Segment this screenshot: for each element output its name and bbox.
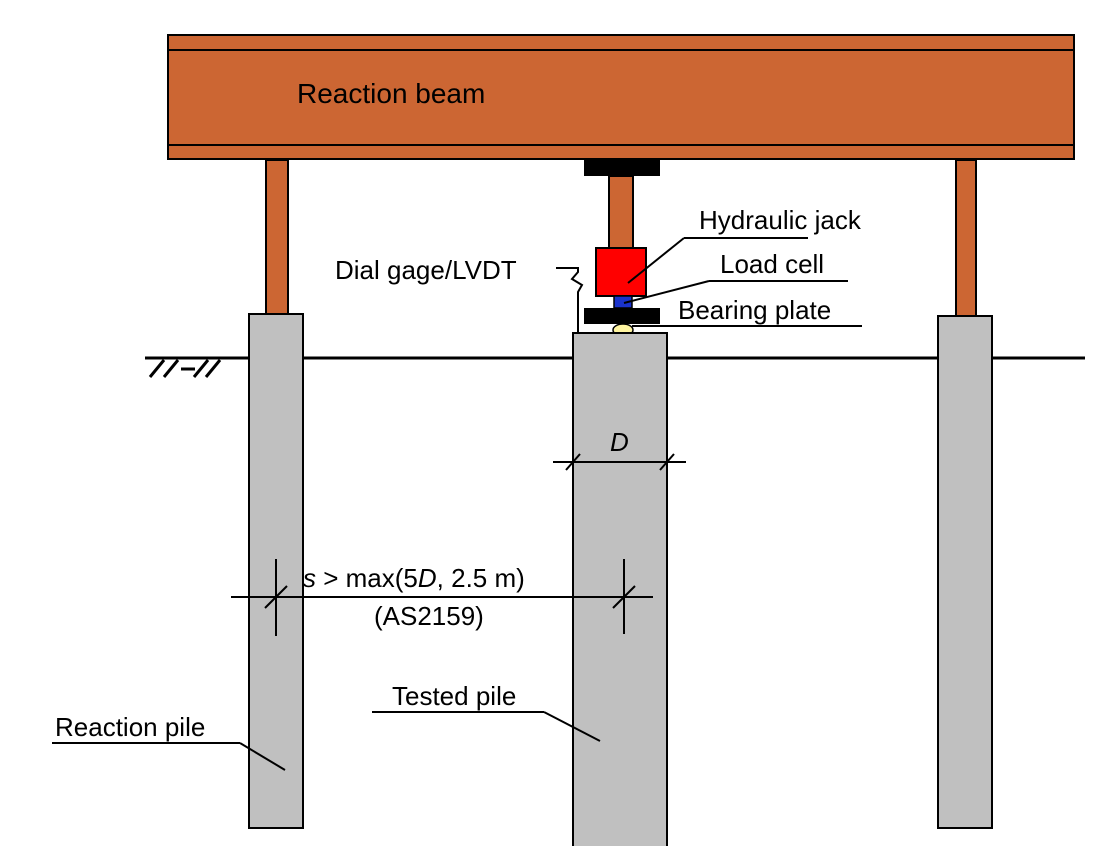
spacing-mid: > max(5 [316,563,418,593]
left-column [265,159,289,316]
spacing-suffix: , 2.5 m) [437,563,525,593]
jack-ram [608,175,634,251]
reaction-pile-callout: Reaction pile [52,712,286,771]
tested-pile [572,332,668,846]
reaction-pile-label: Reaction pile [55,712,205,742]
load-cell-callout: Load cell [623,249,848,304]
beam-bottom-plate [584,160,660,176]
diameter-dimension [553,453,686,471]
bearing-plate-label: Bearing plate [678,295,831,325]
bearing-plate [584,308,660,324]
load-cell-label: Load cell [720,249,824,279]
right-column [955,159,977,318]
dial-gage-label: Dial gage/LVDT [335,255,517,285]
hydraulic-jack-label: Hydraulic jack [699,205,862,235]
spacing-label: s > max(5D, 2.5 m) [303,563,525,593]
right-reaction-pile [937,315,993,829]
reaction-beam: Reaction beam [167,34,1075,160]
diameter-label: D [610,427,629,457]
tested-pile-callout: Tested pile [372,681,601,742]
standard-label: (AS2159) [374,601,484,631]
spacing-d: D [418,563,437,593]
dial-gage-leader [556,267,584,334]
ground-hatch-icon [148,359,222,378]
tested-pile-label: Tested pile [392,681,516,711]
hydraulic-jack-callout: Hydraulic jack [627,205,862,284]
reaction-beam-label: Reaction beam [297,78,485,109]
bearing-plate-callout: Bearing plate [632,295,862,327]
hydraulic-jack [595,247,647,297]
spacing-symbol: s [303,563,316,593]
spacing-dimension [231,559,653,636]
